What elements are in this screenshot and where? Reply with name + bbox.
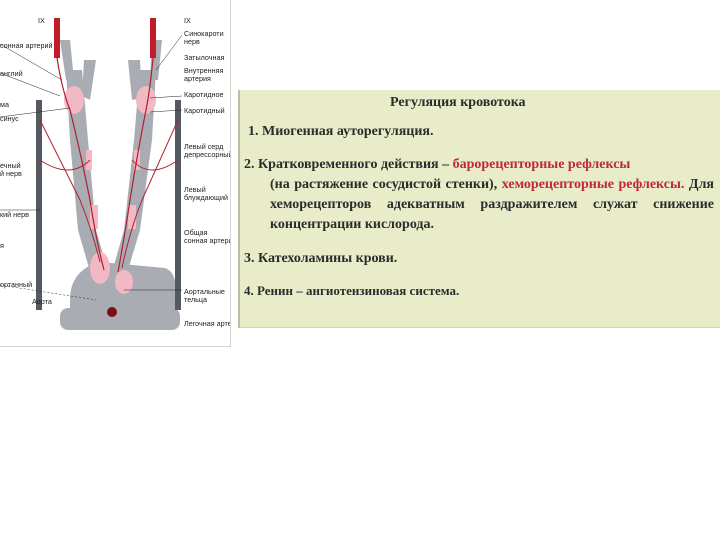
label-ganglion: англий bbox=[0, 69, 23, 78]
label-carotid-artery: сонная артерий bbox=[0, 41, 53, 50]
label-nerve: ечный й нерв bbox=[0, 161, 22, 178]
item-4: 4. Ренин – ангиотензиновая система. bbox=[244, 283, 460, 298]
label-pulmonary-artery: Легочная артер bbox=[184, 319, 231, 328]
label-sinus: синус bbox=[0, 114, 19, 123]
item-2-rest: Для хеморецепторов адекватным раздражите… bbox=[270, 177, 714, 232]
label-ix-left: IX bbox=[38, 16, 45, 25]
item-3: 3. Катехоламины крови. bbox=[244, 251, 398, 266]
label-aorta: Аорта bbox=[32, 297, 52, 306]
label-carotid-body: Каротидное bbox=[184, 90, 224, 99]
label-ya: я bbox=[0, 241, 4, 250]
label-kiy-nerv: кий нерв bbox=[0, 210, 29, 219]
anatomy-figure: IX IX сонная артерий англий ма синус ечн… bbox=[0, 0, 231, 347]
label-occipital: Затылочная bbox=[184, 53, 225, 62]
item-1: 1. Миогенная ауторегуляция. bbox=[248, 124, 434, 139]
label-gortanny: ортанный bbox=[0, 280, 33, 289]
item-2-prefix: 2. Кратковременного действия – bbox=[244, 157, 453, 172]
label-left-vagus: Левый блуждающий bbox=[184, 185, 228, 202]
label-ix-right: IX bbox=[184, 16, 191, 25]
label-internal-artery: Внутренняя артерия bbox=[184, 66, 224, 83]
item-2: 2. Кратковременного действия – барорецеп… bbox=[244, 155, 714, 235]
item-2-chemoreceptor: хеморецепторные рефлексы. bbox=[501, 177, 685, 192]
panel-title: Регуляция кровотока bbox=[390, 95, 526, 110]
label-carotid-sinus: Каротидный bbox=[184, 106, 225, 115]
text-panel: Регуляция кровотока 1. Миогенная ауторег… bbox=[238, 90, 720, 328]
item-2-baroreceptor: барорецепторные рефлексы bbox=[452, 157, 631, 172]
label-common-carotid: Общая сонная артерия bbox=[184, 228, 230, 245]
label-left-depressor: Левый серд депрессорный bbox=[184, 142, 231, 159]
label-sinocarotid-nerve: Синокароти нерв bbox=[184, 29, 224, 46]
item-2-line2: (на растяжение сосудистой стенки), bbox=[270, 177, 502, 192]
label-aortic-bodies: Аортальные тельца bbox=[184, 287, 225, 304]
label-ma: ма bbox=[0, 100, 9, 109]
carotid-aortic-diagram bbox=[0, 18, 183, 330]
item-2-body: (на растяжение сосудистой стенки), хемор… bbox=[244, 175, 714, 235]
